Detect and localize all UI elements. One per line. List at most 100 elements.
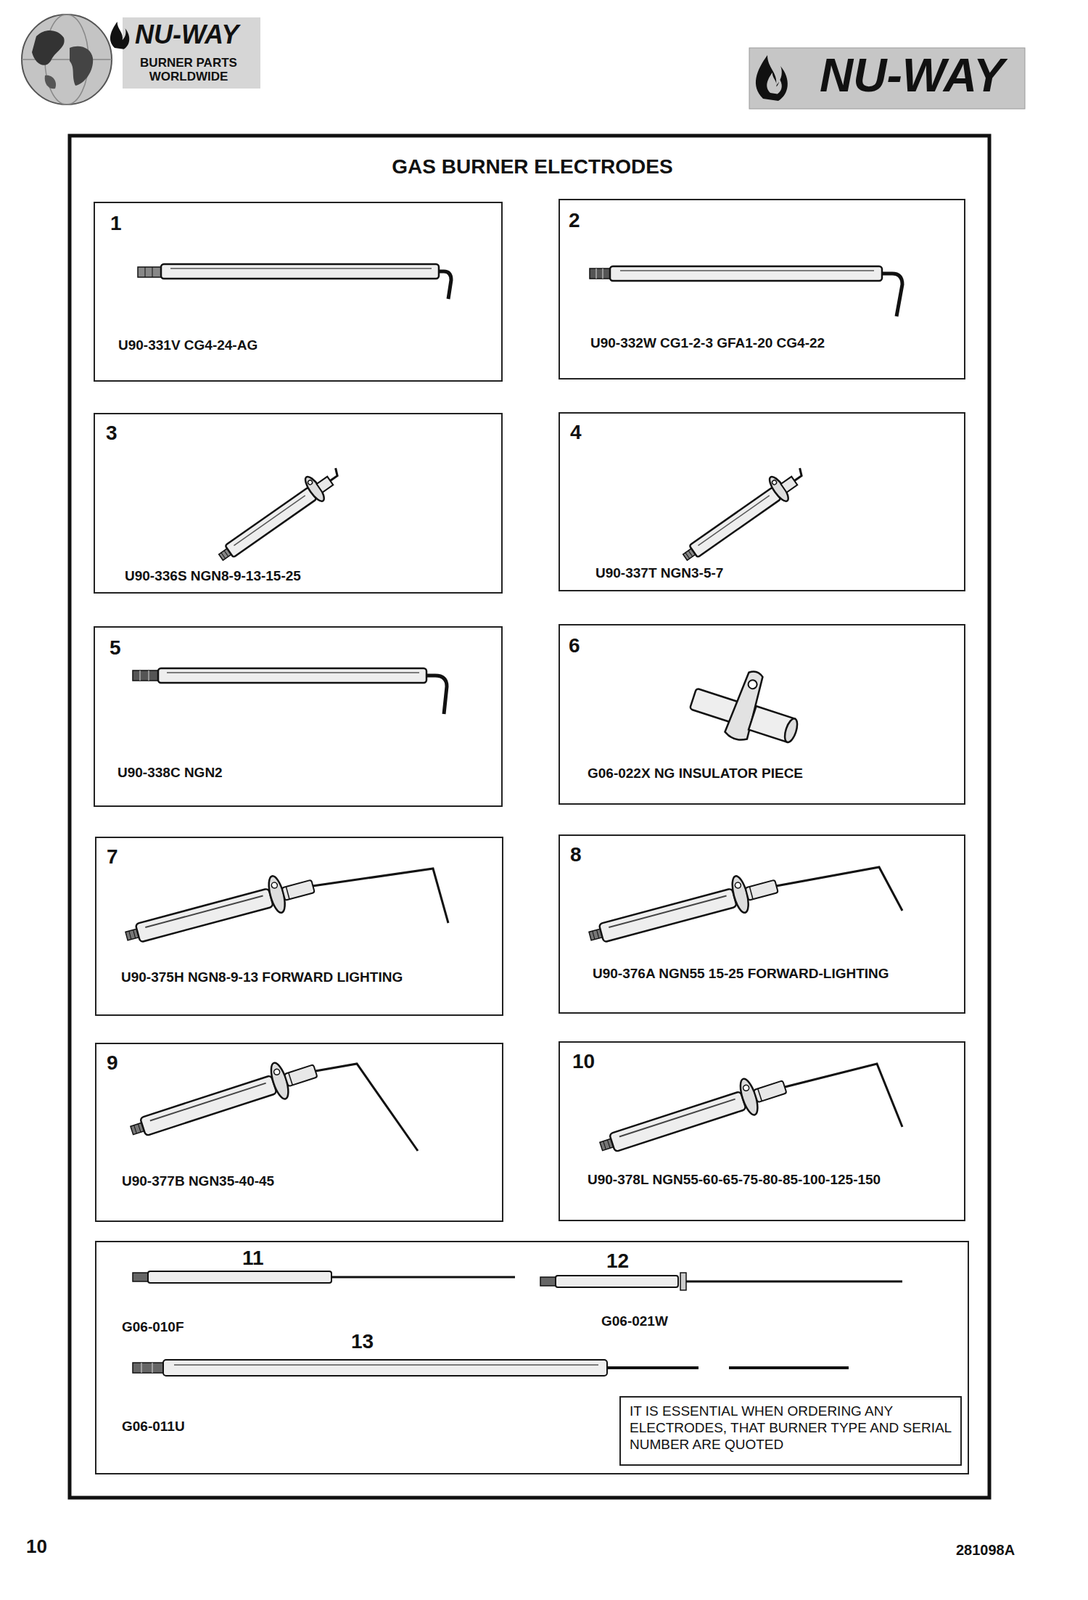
callout-number: 3	[105, 421, 118, 445]
callout-number: 6	[568, 633, 581, 658]
part-panel: 3U90-336S NGN8-9-13-15-25	[93, 412, 503, 594]
electrode-drawing	[145, 266, 146, 278]
logo-left	[69, 46, 93, 86]
part-number: U90-332W CG1-2-3 GFA1-20 CG4-22	[590, 335, 825, 352]
electrode-drawing	[147, 1270, 332, 1283]
part-panel: 1U90-331V CG4-24-AG	[93, 201, 503, 382]
electrode-drawing	[882, 273, 903, 317]
callout-number: 8	[570, 842, 582, 867]
electrode-drawing	[132, 670, 159, 681]
callout-number: 1	[110, 211, 122, 236]
electrode-drawing	[141, 1362, 143, 1373]
callout-number: 11	[242, 1246, 265, 1270]
outer-frame	[69, 135, 990, 1498]
electrode-drawing	[152, 1362, 154, 1373]
electrode-drawing	[584, 866, 781, 953]
callout-number: 10	[572, 1049, 595, 1073]
electrode-drawing	[158, 668, 427, 683]
brand-logo: NU-WAY	[134, 21, 239, 48]
brand-tagline: BURNER PARTS WORLDWIDE	[134, 56, 243, 84]
electrode-drawing	[747, 678, 758, 690]
callout-number: 7	[106, 845, 119, 869]
part-number: U90-338C NGN2	[117, 764, 223, 781]
part-number: U90-336S NGN8-9-13-15-25	[124, 567, 302, 584]
logo-left	[31, 30, 65, 66]
logo-right	[766, 72, 782, 94]
callout-number: 12	[606, 1249, 629, 1273]
electrode-drawing	[784, 1063, 903, 1127]
callout-number: 4	[570, 420, 582, 444]
electrode-drawing	[776, 866, 903, 911]
part-panel: 7U90-375H NGN8-9-13 FORWARD LIGHTING	[95, 836, 504, 1016]
electrode-drawing	[686, 1280, 903, 1283]
electrode-drawing	[315, 1063, 418, 1151]
logo-right	[749, 47, 1025, 109]
electrode-drawing	[555, 1275, 679, 1287]
electrode-drawing	[170, 267, 432, 270]
note-text: IT IS ESSENTIAL WHEN ORDERING ANY ELECTR…	[629, 1402, 954, 1453]
callout-number: 13	[351, 1329, 374, 1353]
part-panel: 4U90-337T NGN3-5-7	[558, 411, 966, 592]
part-number: G06-010F	[121, 1318, 185, 1335]
part-panel: 2U90-332W CG1-2-3 GFA1-20 CG4-22	[558, 198, 966, 380]
electrode-drawing	[161, 264, 439, 279]
electrode-drawing	[312, 868, 449, 923]
document-code: 281098A	[955, 1542, 1015, 1557]
page-number: 10	[26, 1536, 48, 1556]
part-number: U90-375H NGN8-9-13 FORWARD LIGHTING	[121, 969, 403, 986]
electrode-drawing	[675, 459, 811, 567]
logo-right	[749, 47, 1025, 109]
electrode-drawing	[610, 266, 883, 281]
part-panel: 9U90-377B NGN35-40-45	[95, 1042, 504, 1222]
electrode-drawing	[602, 268, 604, 279]
part-number: U90-331V CG4-24-AG	[118, 337, 258, 354]
electrode-drawing	[596, 268, 597, 279]
part-number: G06-021W	[601, 1312, 669, 1329]
part-panel: 8U90-376A NGN55 15-25 FORWARD-LIGHTING	[558, 834, 966, 1014]
logo-left	[21, 14, 112, 105]
electrode-drawing	[540, 1276, 556, 1286]
part-number: G06-022X NG INSULATOR PIECE	[587, 765, 803, 782]
electrode-drawing	[174, 1363, 599, 1366]
electrode-drawing	[139, 670, 141, 681]
electrode-drawing	[620, 269, 875, 272]
electrode-drawing	[121, 264, 903, 1376]
electrode-drawing	[589, 268, 611, 279]
electrode-drawing	[137, 266, 162, 278]
electrode-drawing	[152, 266, 154, 278]
logo-right	[755, 55, 788, 101]
part-panel: 5U90-338C NGN2	[93, 625, 503, 807]
part-panel: 10U90-378L NGN55-60-65-75-80-85-100-125-…	[558, 1040, 966, 1221]
callout-number: 5	[109, 636, 122, 660]
part-number: G06-011U	[121, 1418, 185, 1434]
note-box: IT IS ESSENTIAL WHEN ORDERING ANY ELECTR…	[619, 1395, 962, 1466]
electrode-drawing	[148, 670, 150, 681]
electrode-drawing	[438, 271, 452, 299]
logo-left	[122, 17, 261, 89]
logo-left	[110, 21, 130, 50]
electrode-drawing	[331, 1275, 515, 1279]
electrode-drawing	[782, 716, 801, 744]
part-panel: 11G06-010F 12G06-021W 13G06-011U IT IS ESSE…	[95, 1240, 970, 1474]
logo-right	[749, 47, 1025, 109]
diagram-title: GAS BURNER ELECTRODES	[314, 155, 750, 179]
outer-frame	[69, 135, 990, 1498]
brand-logo: NU-WAY	[819, 52, 1005, 99]
part-number: U90-337T NGN3-5-7	[595, 565, 724, 581]
electrode-drawing	[685, 655, 811, 756]
electrode-drawing	[121, 866, 317, 953]
electrode-drawing	[426, 675, 447, 714]
part-panel: 6G06-022X NG INSULATOR PIECE	[558, 623, 966, 805]
logo-left	[44, 75, 56, 90]
electrode-drawing	[166, 671, 420, 674]
callout-number: 9	[106, 1051, 119, 1075]
logo-left	[21, 14, 261, 105]
electrode-drawing	[680, 1272, 687, 1290]
electrode-drawing	[607, 1365, 699, 1369]
callout-number: 2	[568, 208, 581, 233]
electrode-drawing	[211, 459, 347, 567]
electrode-drawing	[132, 1362, 164, 1373]
electrode-drawing	[125, 1051, 321, 1147]
